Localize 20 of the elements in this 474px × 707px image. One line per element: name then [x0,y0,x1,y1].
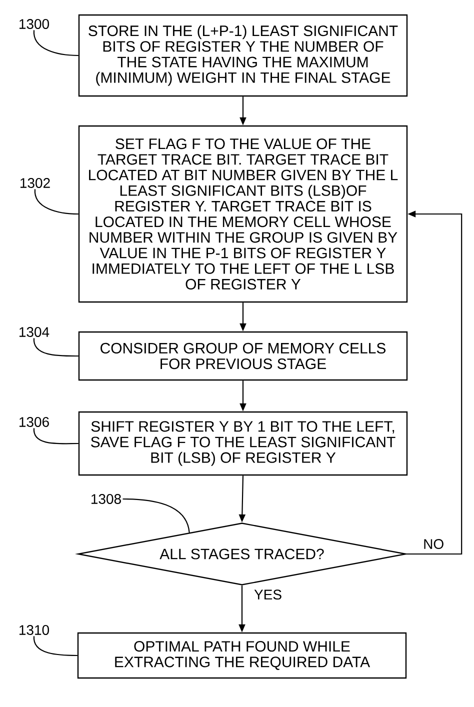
leader-line [33,428,78,444]
process-box: STORE IN THE (L+P-1) LEAST SIGNIFICANT BITS OF REGISTER Y THE NUMBER OF THE STATE HAVING THE MAXIMUM (MINIMUM) WEIGHT IN THE FINAL STAGE [78,14,408,97]
process-box: SHIFT REGISTER Y BY 1 BIT TO THE LEFT, SAVE FLAG F TO THE LEAST SIGNIFICANT BIT (LSB) OF REGISTER Y [78,411,408,476]
edge-label: NO [422,538,446,550]
callout-number: 1302 [20,178,50,188]
leader-line [122,498,190,533]
process-box: SET FLAG F TO THE VALUE OF THE TARGET TRACE BIT. TARGET TRACE BIT LOCATED AT BIT NUMBER GIVEN BY THE L LEAST SIGNIFICANT BITS (LSB)OF REGISTER Y. TARGET TRACE BIT IS LOCATED IN THE MEMORY CELL WHOSE NUMBER WITHIN THE GROUP IS GIVEN BY VALUE IN THE P-1 BITS OF REGISTER Y IMMEDIATELY TO THE LEFT OF THE L LSB OF REGISTER Y [78,125,408,303]
leader-line [33,30,78,56]
callout-number: 1304 [20,327,50,337]
process-box: OPTIMAL PATH FOUND WHILE EXTRACTING THE REQUIRED DATA [77,632,407,679]
callout-number: 1310 [20,625,50,635]
leader-line [33,636,78,656]
callout-number: 1308 [92,494,121,504]
callout-number: 1306 [20,417,49,427]
arrow [406,210,462,555]
callout-number: 1300 [20,19,50,29]
leader-line [34,189,78,215]
process-box: CONSIDER GROUP OF MEMORY CELLS FOR PREVIOUS STAGE [78,331,408,381]
leader-line [33,338,78,357]
edge-label: YES [252,588,283,601]
